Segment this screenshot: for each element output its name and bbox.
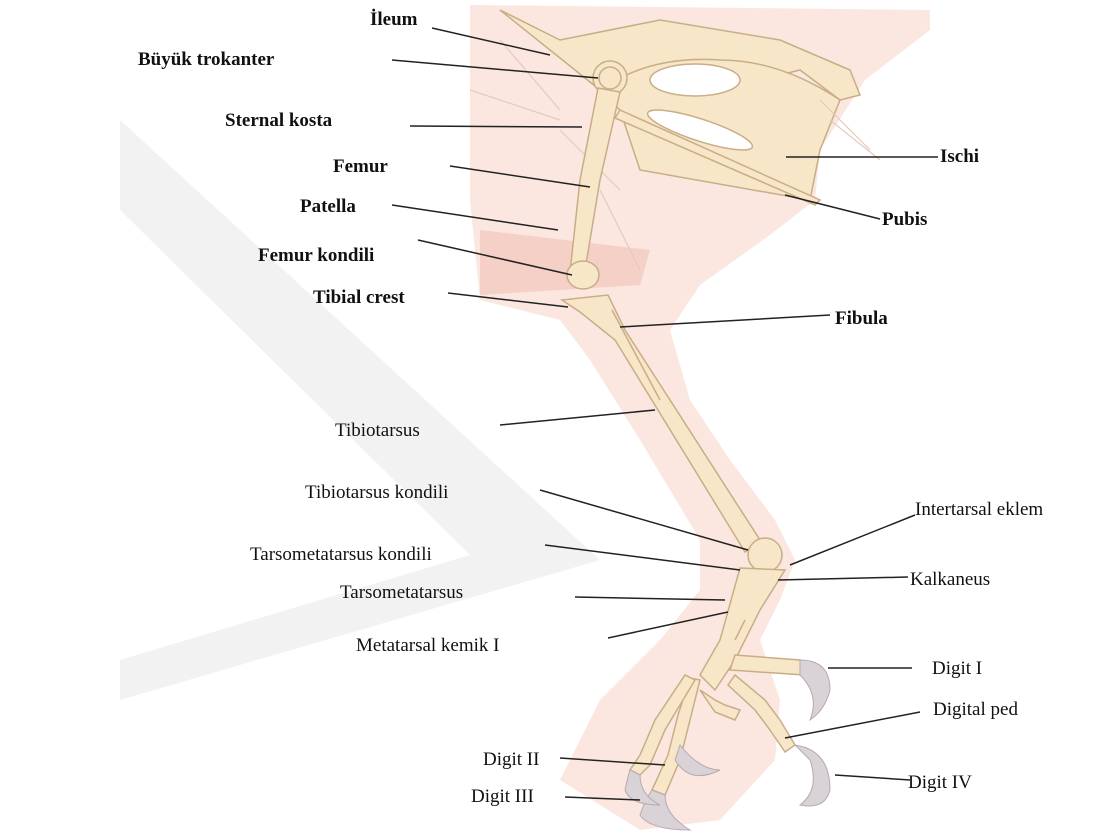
label-digit-2: Digit II (483, 750, 539, 769)
label-sternal-kosta: Sternal kosta (225, 111, 332, 130)
label-tibial-crest: Tibial crest (313, 288, 405, 307)
label-femur-kondili: Femur kondili (258, 246, 374, 265)
label-ischi: Ischi (940, 147, 979, 166)
label-kalkaneus: Kalkaneus (910, 570, 990, 589)
label-metatarsal-kemik-1: Metatarsal kemik I (356, 636, 500, 655)
label-tarsometatarsus: Tarsometatarsus (340, 583, 463, 602)
label-tarsometatarsus-kondili: Tarsometatarsus kondili (250, 545, 432, 564)
label-digit-1: Digit I (932, 659, 982, 678)
label-tibiotarsus-kondili: Tibiotarsus kondili (305, 483, 448, 502)
label-buyuk-trokanter: Büyük trokanter (138, 50, 274, 69)
label-digit-4: Digit IV (908, 773, 972, 792)
label-femur: Femur (333, 157, 388, 176)
label-digital-ped: Digital ped (933, 700, 1018, 719)
label-tibiotarsus: Tibiotarsus (335, 421, 420, 440)
label-pubis: Pubis (882, 210, 927, 229)
label-patella: Patella (300, 197, 356, 216)
label-ileum: İleum (370, 10, 418, 29)
label-intertarsal-eklem: Intertarsal eklem (915, 500, 1043, 519)
label-fibula: Fibula (835, 309, 888, 328)
label-digit-3: Digit III (471, 787, 534, 806)
